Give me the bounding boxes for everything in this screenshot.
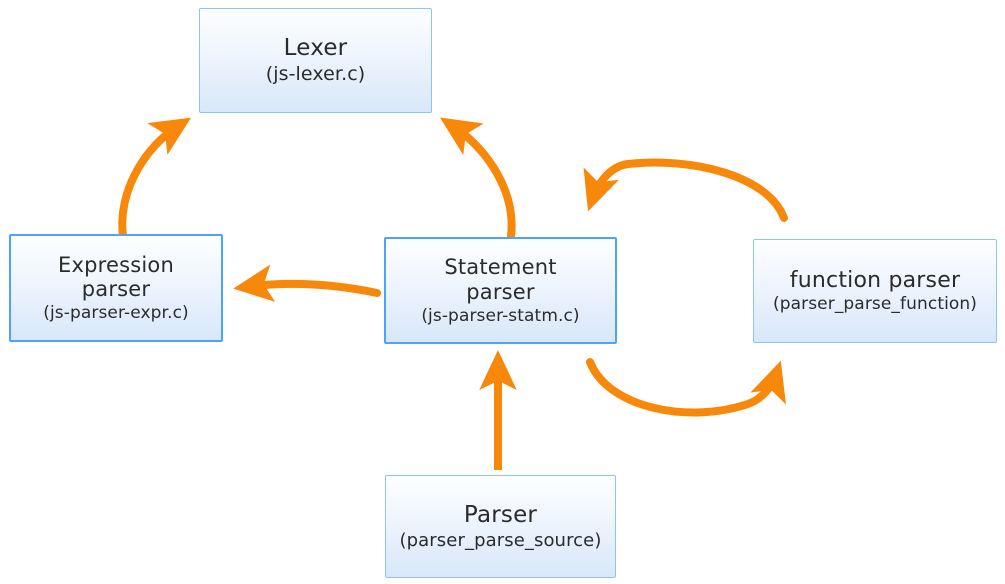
node-statement-parser[interactable]: Statement parser (js-parser-statm.c) [384, 237, 617, 344]
node-parser-subtitle: (parser_parse_source) [399, 529, 602, 551]
edge-expression-to-lexer [118, 117, 192, 240]
node-lexer-subtitle: (js-lexer.c) [265, 63, 366, 86]
node-parser[interactable]: Parser (parser_parse_source) [385, 475, 616, 578]
node-lexer[interactable]: Lexer (js-lexer.c) [199, 8, 432, 113]
edge-statement-to-lexer [439, 117, 516, 240]
node-statement-parser-subtitle: (js-parser-statm.c) [421, 305, 580, 326]
node-expression-parser-title: Expression parser [58, 252, 174, 302]
node-parser-title: Parser [463, 501, 538, 528]
node-statement-parser-title: Statement parser [444, 255, 557, 304]
edge-function-to-statement [583, 158, 788, 222]
edge-statement-to-function [586, 358, 786, 417]
node-function-parser-title: function parser [789, 267, 961, 293]
node-lexer-title: Lexer [283, 35, 348, 62]
node-function-parser[interactable]: function parser (parser_parse_function) [753, 239, 997, 343]
node-expression-parser-subtitle: (js-parser-expr.c) [43, 303, 189, 324]
node-function-parser-subtitle: (parser_parse_function) [772, 294, 978, 315]
node-expression-parser[interactable]: Expression parser (js-parser-expr.c) [9, 234, 223, 342]
edge-statement-to-expression [233, 264, 381, 302]
